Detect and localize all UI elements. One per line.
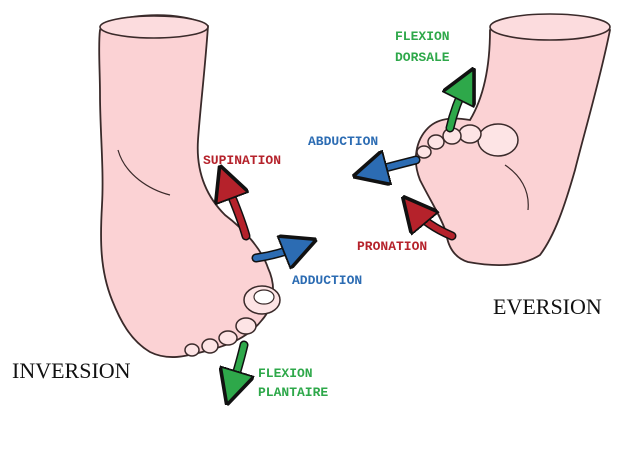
label-abduction: ABDUCTION (308, 134, 378, 149)
left-foot-ankle-line (117, 149, 171, 196)
title-eversion: EVERSION (493, 294, 602, 319)
flexion-dorsale-arrow-fill (450, 84, 466, 131)
adduction-arrow-fill (253, 246, 300, 258)
right-foot (414, 13, 611, 266)
left-foot-leg (98, 14, 274, 358)
label-supination: SUPINATION (203, 153, 281, 168)
supination-arrow-fill (226, 182, 246, 239)
title-inversion: INVERSION (12, 358, 131, 383)
abduction-arrow-fill (370, 160, 419, 172)
label-flexion-plantaire-line2: PLANTAIRE (258, 385, 328, 400)
left-foot-leg-top (99, 15, 209, 39)
right-foot-sole-line (504, 164, 529, 211)
right-foot-toes (416, 123, 519, 159)
label-pronation: PRONATION (357, 239, 427, 254)
label-flexion-dorsale-line2: DORSALE (395, 50, 450, 65)
label-adduction: ADDUCTION (292, 273, 362, 288)
label-flexion-dorsale-line1: FLEXION (395, 29, 450, 44)
right-foot-leg-top (489, 13, 611, 41)
big-toe-nail (253, 289, 275, 305)
left-foot (98, 14, 281, 358)
label-flexion-plantaire-line1: FLEXION (258, 366, 313, 381)
pronation-arrow-fill (414, 210, 455, 239)
flexion-plantaire-arrow-fill (232, 342, 244, 388)
